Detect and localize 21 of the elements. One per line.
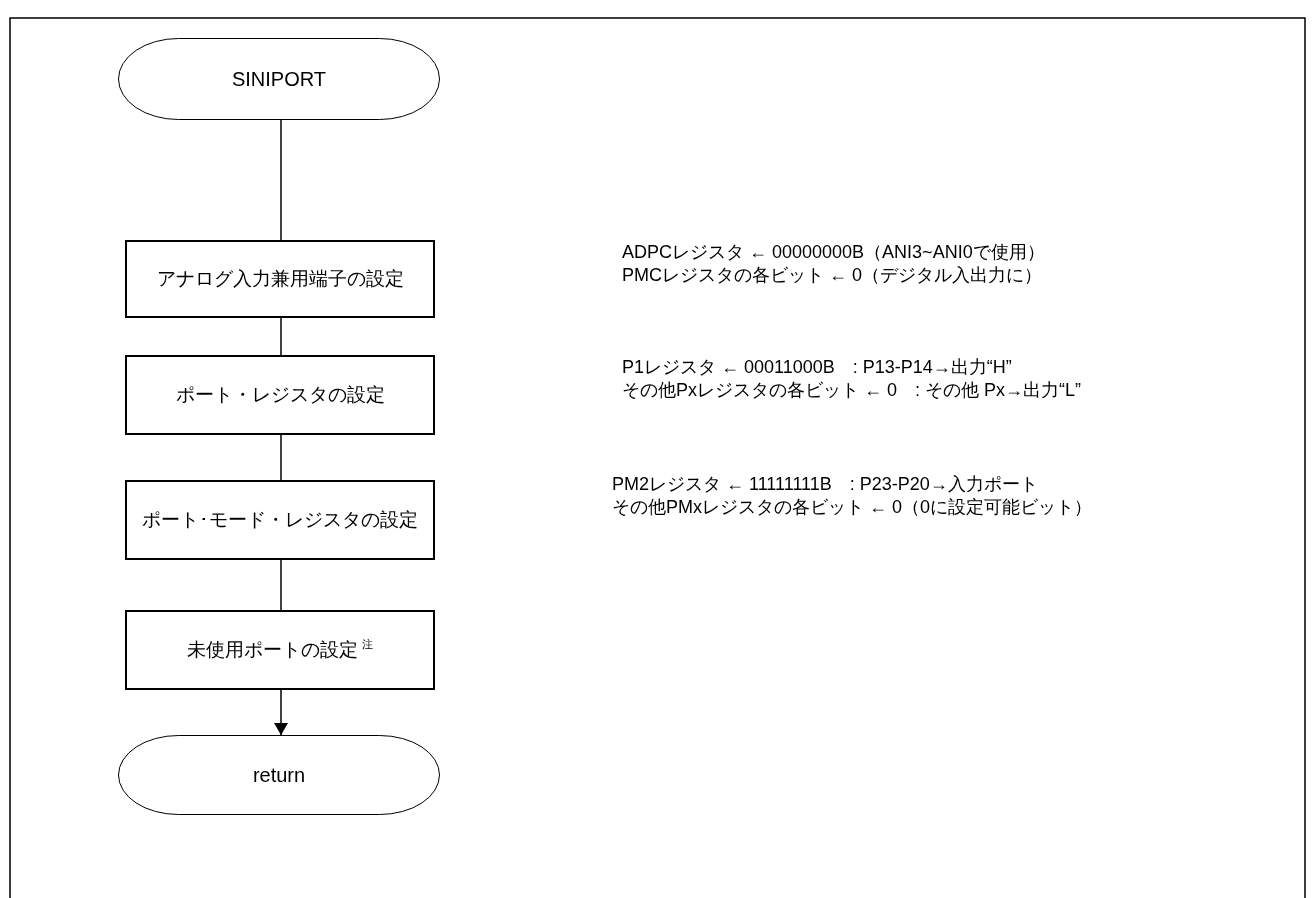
process-box (125, 610, 435, 690)
step-label: ポート・レジスタの設定 (175, 383, 385, 407)
process-box (125, 240, 435, 318)
step-label: アナログ入力兼用端子の設定 (156, 267, 404, 291)
register-note: その他PMxレジスタの各ビット ← 0（0に設定可能ビット） (612, 496, 1093, 519)
process-box (125, 480, 435, 560)
connector-line (280, 317, 282, 356)
register-note: PMCレジスタの各ビット ← 0（デジタル入出力に） (622, 264, 1043, 287)
step-label: return (252, 763, 306, 787)
register-note: その他Pxレジスタの各ビット ← 0 : その他 Px→出力“L” (622, 379, 1082, 402)
step-label: SINIPORT (231, 67, 327, 91)
process-box (125, 355, 435, 435)
register-note: ADPCレジスタ ← 00000000B（ANI3~ANI0で使用） (622, 241, 1045, 264)
connector-line (280, 119, 282, 241)
arrow (274, 689, 288, 736)
connector-line (280, 559, 282, 611)
step-label: ポート･モード・レジスタの設定 (142, 508, 418, 532)
step-label: 未使用ポートの設定 $^{注}$ (186, 637, 374, 662)
register-note: PM2レジスタ ← 11111111B : P23-P20→入力ポート (612, 473, 1039, 496)
register-note: P1レジスタ ← 00011000B : P13-P14→出力“H” (622, 356, 1013, 379)
connector-line (280, 434, 282, 481)
